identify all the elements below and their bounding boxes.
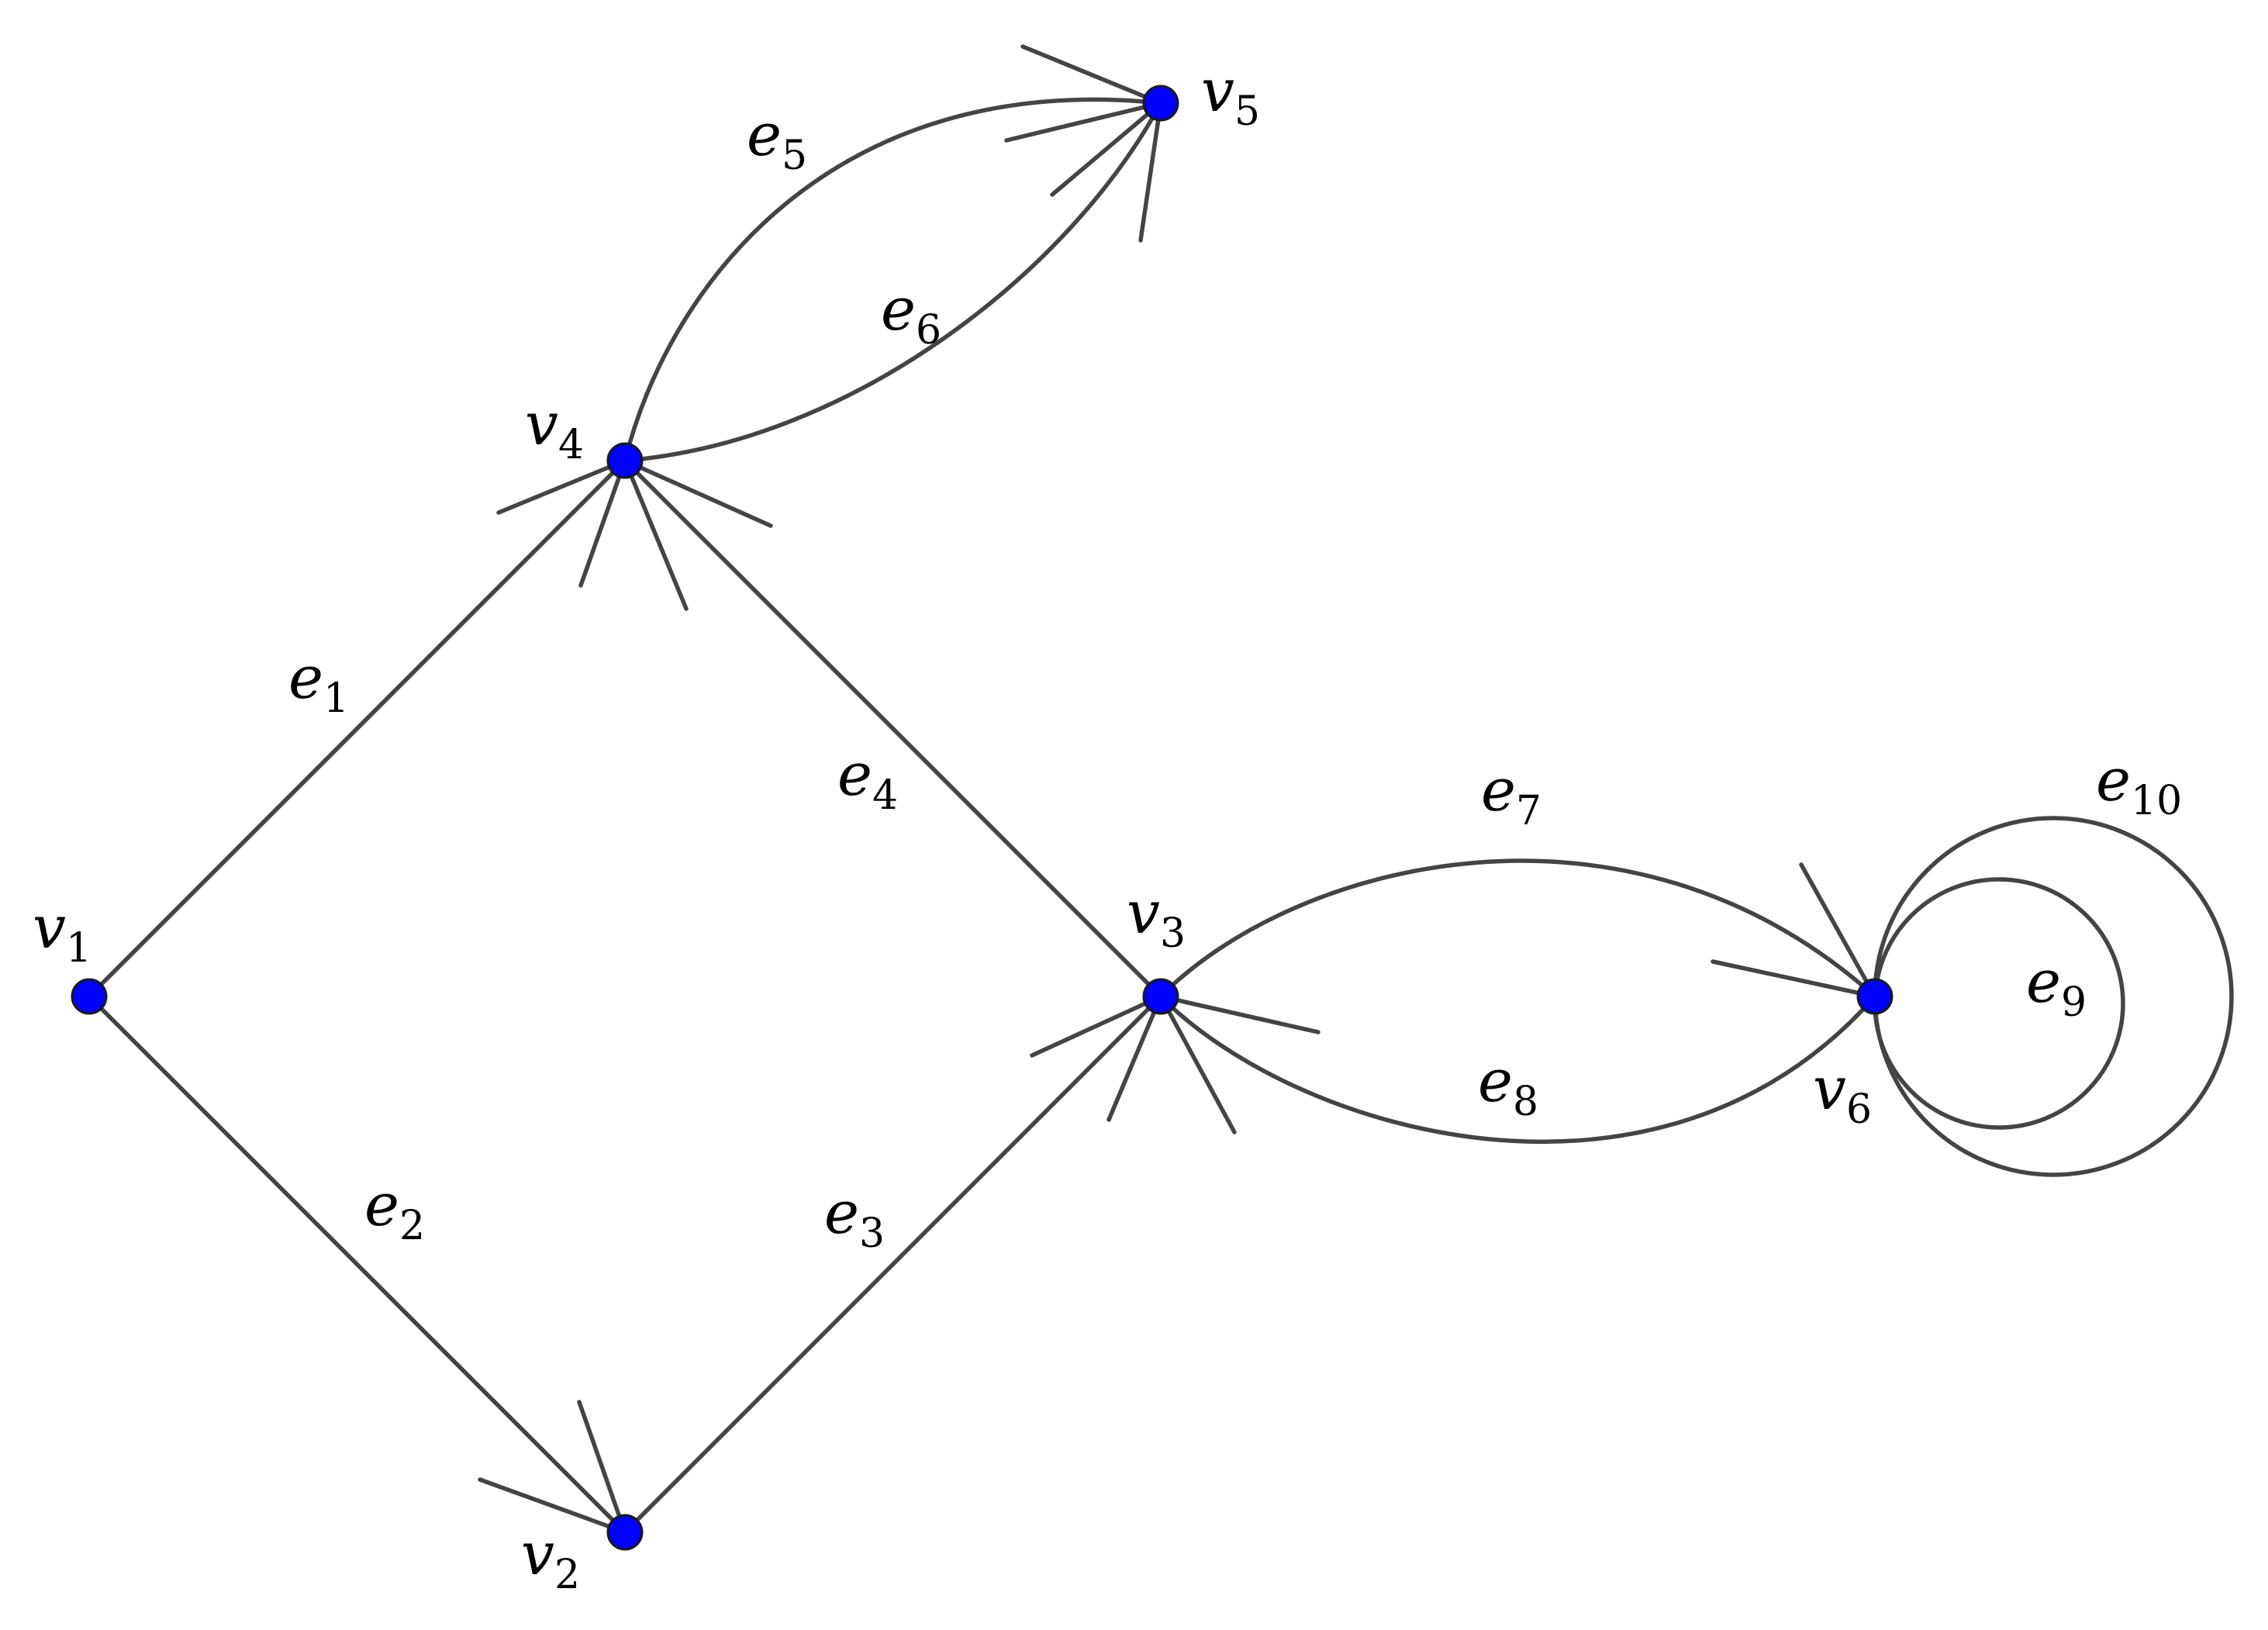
edge-e6 (623, 101, 1163, 463)
tick-mark (496, 458, 627, 515)
tick-mark (1158, 994, 1320, 1034)
edge-label-e8: e8 (1478, 1046, 1538, 1125)
edge-e7 (1158, 858, 1877, 999)
vertex-label-v5: v5 (1201, 56, 1260, 135)
tick-mark (623, 458, 773, 528)
vertex-v5 (1142, 85, 1179, 122)
tick-mark (1106, 994, 1163, 1122)
label-base: e (1481, 755, 1516, 824)
label-base: v (1127, 878, 1160, 947)
edge-label-e6: e6 (881, 275, 941, 354)
label-base: e (364, 1170, 399, 1239)
label-subscript: 3 (859, 1210, 885, 1257)
edge-e3 (623, 994, 1163, 1535)
tick-mark (1138, 101, 1163, 243)
label-subscript: 1 (66, 925, 91, 972)
label-base: e (2096, 745, 2131, 814)
vertex-label-v4: v4 (525, 389, 584, 468)
vertex-label-v3: v3 (1127, 878, 1186, 957)
label-subscript: 5 (782, 133, 807, 179)
tick-mark (1020, 44, 1163, 105)
label-subscript: 6 (1846, 1086, 1872, 1133)
edges (87, 97, 2234, 1535)
vertex-v6 (1856, 978, 1893, 1015)
vertices (71, 85, 1893, 1551)
label-base: v (1201, 56, 1234, 125)
vertex-v3 (1142, 978, 1179, 1015)
label-base: v (1813, 1054, 1846, 1123)
label-subscript: 2 (554, 1552, 580, 1598)
label-base: v (525, 389, 558, 458)
edge-label-e5: e5 (747, 100, 807, 179)
vertex-v2 (606, 1514, 644, 1551)
label-subscript: 3 (1160, 910, 1186, 957)
label-base: e (1478, 1046, 1513, 1115)
edge-e2 (87, 994, 627, 1535)
label-base: e (837, 740, 872, 809)
label-base: v (521, 1519, 554, 1588)
edge-label-e7: e7 (1481, 755, 1541, 834)
tick-mark (578, 458, 627, 588)
tick-mark (1050, 101, 1163, 197)
edge-label-e3: e3 (824, 1178, 885, 1257)
edge-labels: e1 e2 e3 e4 e5 e6 e7 e8 e9 e10 (288, 100, 2182, 1257)
vertex-label-v6: v6 (1813, 1054, 1872, 1133)
tick-mark (1004, 101, 1163, 143)
label-base: e (747, 100, 782, 169)
tick-mark (1158, 994, 1237, 1134)
vertex-label-v1: v1 (33, 893, 91, 972)
label-subscript: 9 (2061, 979, 2087, 1026)
edge-e8 (1158, 994, 1877, 1145)
vertex-v1 (71, 978, 108, 1015)
edge-e5 (623, 97, 1163, 463)
label-base: v (33, 893, 66, 962)
label-subscript: 8 (1513, 1079, 1538, 1125)
tick-mark (1710, 959, 1877, 999)
label-base: e (881, 275, 916, 344)
label-subscript: 6 (916, 307, 941, 354)
edge-label-e9: e9 (2026, 947, 2087, 1026)
tick-mark (1030, 994, 1163, 1058)
edge-label-e10: e10 (2096, 745, 2182, 824)
edge-label-e4: e4 (837, 740, 898, 819)
tick-mark (623, 458, 689, 611)
label-subscript: 5 (1234, 88, 1260, 135)
vertex-label-v2: v2 (521, 1519, 580, 1598)
edge-ticks (478, 44, 1877, 1535)
label-subscript: 7 (1516, 788, 1541, 834)
tick-mark (577, 1400, 627, 1535)
edge-e4 (623, 458, 1163, 999)
label-subscript: 1 (323, 675, 349, 722)
tick-mark (1799, 862, 1877, 999)
tick-mark (478, 1477, 627, 1535)
edge-label-e1: e1 (288, 643, 349, 722)
vertex-labels: v1 v2 v3 v4 v5 v6 (33, 56, 1872, 1598)
label-subscript: 2 (399, 1203, 425, 1249)
edge-e1 (87, 458, 627, 999)
label-base: e (824, 1178, 859, 1247)
label-subscript: 4 (872, 772, 898, 819)
label-subscript: 10 (2131, 778, 2182, 824)
label-base: e (288, 643, 323, 712)
label-subscript: 4 (558, 422, 584, 468)
vertex-v4 (606, 442, 644, 479)
label-base: e (2026, 947, 2061, 1016)
edge-label-e2: e2 (364, 1170, 425, 1249)
